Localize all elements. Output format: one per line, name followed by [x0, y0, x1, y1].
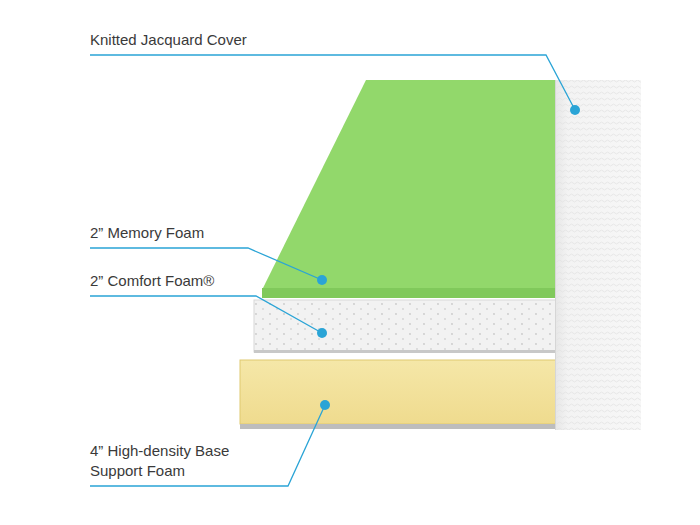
label-holder: 2” Comfort Foam®	[90, 271, 290, 291]
cover-panel	[555, 80, 641, 430]
cover-edge	[555, 80, 556, 430]
memory-foam-edge	[262, 288, 558, 298]
part-label: 4” High-density Base Support Foam	[90, 441, 270, 481]
label-holder: 2” Memory Foam	[90, 223, 290, 243]
part-label: 2” Comfort Foam®	[90, 271, 290, 291]
label-holder: Knitted Jacquard Cover	[90, 30, 530, 50]
leader-line	[90, 296, 322, 333]
comfort-foam-layer	[254, 300, 558, 352]
comfort-shadow	[254, 350, 558, 353]
comfort-foam-texture	[254, 300, 558, 352]
memory-foam-top	[262, 80, 558, 290]
leader-dot	[320, 400, 330, 410]
leader-dot	[570, 105, 580, 115]
base-shadow	[240, 424, 558, 429]
leader-dot	[317, 275, 327, 285]
leader-dot	[317, 328, 327, 338]
part-label: Knitted Jacquard Cover	[90, 30, 530, 50]
cover-texture	[555, 80, 641, 430]
leader-line	[90, 55, 575, 110]
part-label: 2” Memory Foam	[90, 223, 290, 243]
label-holder: 4” High-density Base Support Foam	[90, 441, 270, 481]
base-foam-layer	[240, 360, 558, 424]
leader-line	[90, 405, 325, 486]
